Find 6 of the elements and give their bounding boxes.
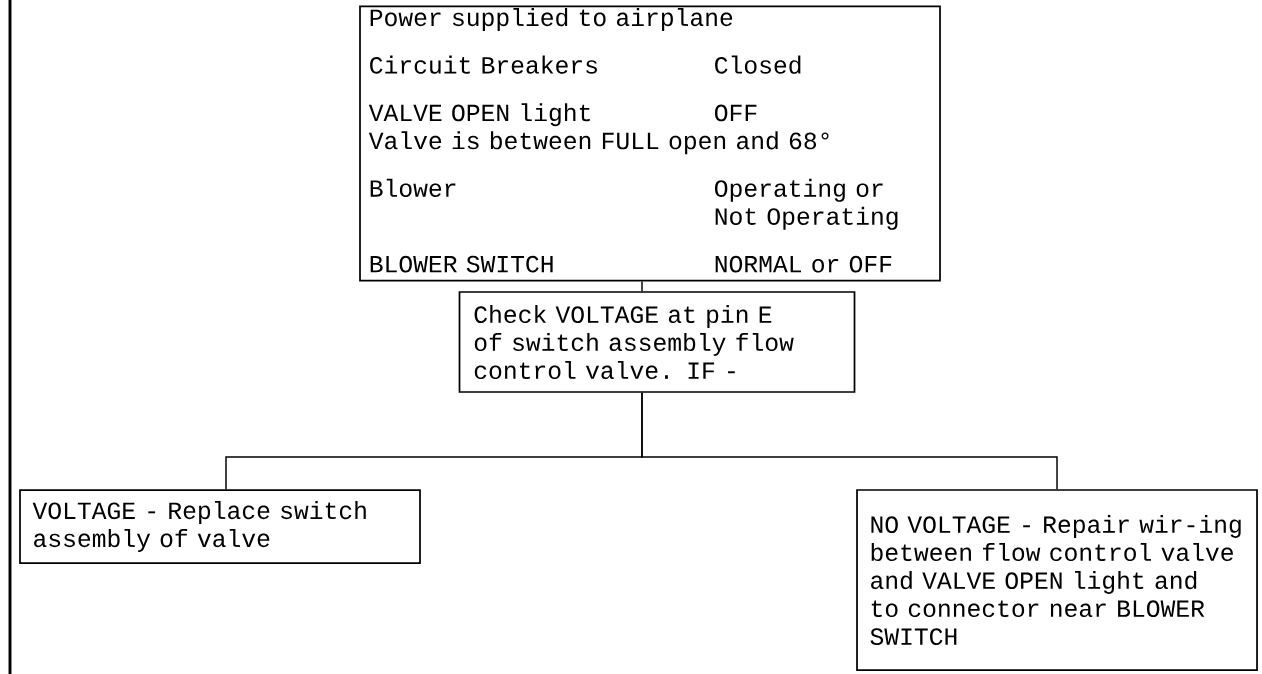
process-box: VOLTAGE - Replace switch assembly of valve [19, 489, 421, 564]
process-box: Check VOLTAGE at pin E of switch assembly flow control valve. IF - [458, 291, 856, 393]
connector-line [641, 392, 1058, 490]
process-box: NO VOLTAGE - Repair wir-ing between flow control valve and VALVE OPEN light and to connector near BLOWER SWITCH [856, 489, 1258, 671]
process-box: Power supplied to airplane Circuit Breakers Closed VALVE OPEN light OFF Valve is between FULL open and 68° Blower Operating or Not Operating BLOWER SWITCH NORMAL or OFF [359, 5, 941, 282]
connector-line [641, 280, 643, 292]
